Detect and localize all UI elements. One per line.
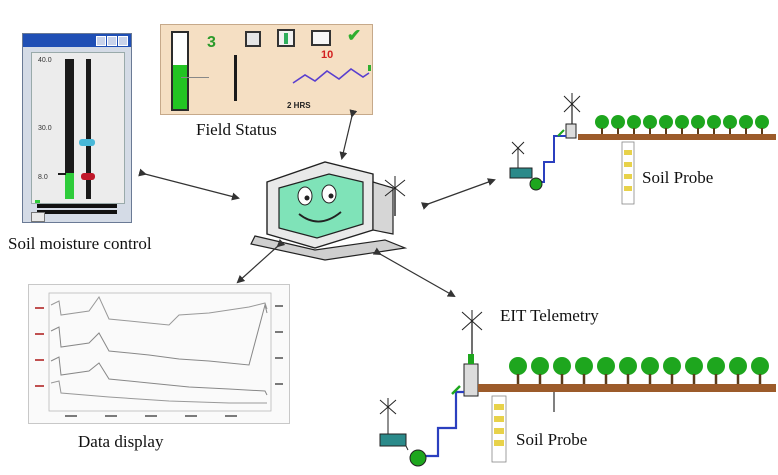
soil-probe-scene-bottom [379,310,776,467]
central-computer [250,161,408,261]
lower-setpoint-slider[interactable] [81,173,95,180]
gauge-fill [65,173,74,199]
status-bar-1 [37,204,117,208]
scale-label-low: 8.0 [38,174,48,181]
soil-probe-label-bottom: Soil Probe [516,430,588,449]
edge-indicator [368,65,371,71]
soil-probe-label-top: Soil Probe [642,168,714,187]
maximize-icon [107,36,117,46]
gauge-track-right [86,59,91,199]
data-display-panel [28,284,290,424]
level-value: 3 [207,34,216,51]
gauge-track-left [65,59,74,199]
moisture-gauge-panel: 40.0 30.0 8.0 [31,52,125,204]
gauge-tick [58,173,66,175]
data-display-label: Data display [78,432,164,451]
soil-probe-scene-top [509,93,776,205]
trend-line [292,68,370,84]
arrow-smc-computer [138,168,240,201]
arrow-computer-datadisplay [236,239,286,284]
field-status-label: Field Status [196,120,277,139]
level-tank [171,31,189,111]
close-icon [118,36,128,46]
chart-axis [234,55,237,101]
soil-moisture-control-window: 40.0 30.0 8.0 [22,33,132,223]
window-titlebar [23,34,131,47]
status-led [35,200,40,203]
thermometer-icon[interactable] [277,29,295,47]
level-pointer [181,77,209,78]
arrow-fieldstatus-computer [339,109,358,160]
scale-label-mid: 30.0 [38,125,52,132]
time-axis-label: 2 HRS [287,101,311,110]
upper-setpoint-slider[interactable] [79,139,95,146]
arrow-computer-probe-top [420,178,496,210]
scale-label-top: 40.0 [38,57,52,64]
eit-telemetry-label: EIT Telemetry [500,306,599,325]
counter-value: 10 [321,49,334,61]
arrow-computer-telemetry [372,247,456,297]
status-bar-2 [37,210,117,214]
mail-icon[interactable] [311,30,331,46]
soil-moisture-control-label: Soil moisture control [8,234,152,253]
level-tank-fill [173,65,187,109]
field-status-panel: 3 ✔ 10 2 HRS [160,24,373,115]
check-icon: ✔ [347,26,362,45]
data-display-chart [35,292,283,417]
stop-button-icon[interactable] [245,31,261,47]
settings-button[interactable] [31,212,45,222]
minimize-icon [96,36,106,46]
